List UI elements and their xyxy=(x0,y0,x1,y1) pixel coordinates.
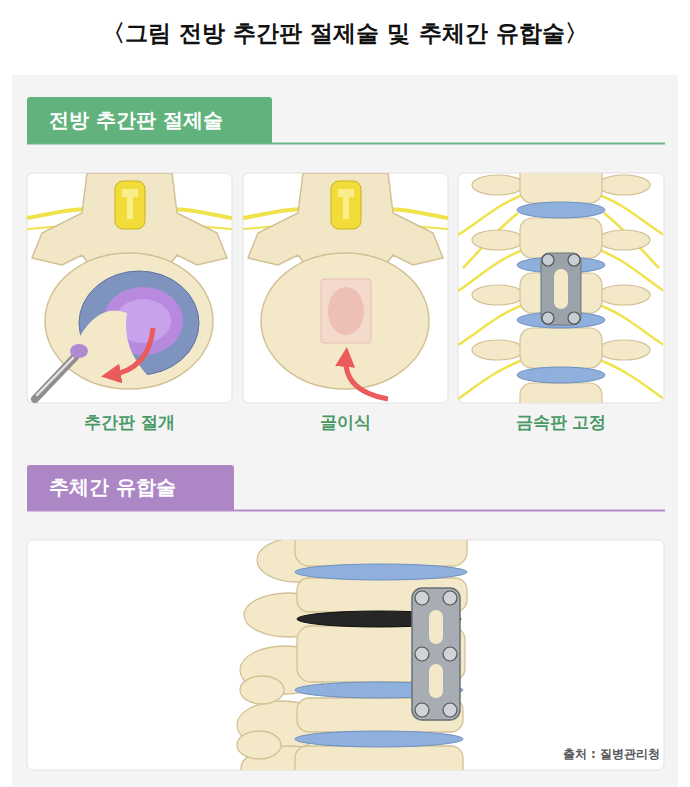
illustration-part xyxy=(243,173,448,399)
illustration-part xyxy=(520,383,602,403)
illustration-part xyxy=(295,746,463,770)
illustration-part xyxy=(554,269,568,309)
illustration-part xyxy=(295,540,467,566)
illustration-part xyxy=(12,75,678,787)
panel-caption: 골이식 xyxy=(243,411,448,434)
image-panel: 추간판 절개 xyxy=(27,173,232,403)
illustration-part xyxy=(598,175,650,195)
illustration-part xyxy=(75,310,149,378)
illustration-part xyxy=(415,591,429,605)
illustration-part xyxy=(27,173,232,403)
illustration-part xyxy=(35,357,75,399)
illustration-part xyxy=(458,248,528,291)
section-heading: 전방 추간판 절제술 xyxy=(27,97,272,143)
illustration-part xyxy=(472,340,524,360)
illustration-part xyxy=(27,173,232,399)
panel-caption: 추간판 절개 xyxy=(27,411,232,434)
illustration-part xyxy=(415,703,429,717)
illustration-part xyxy=(412,588,460,720)
illustration-part xyxy=(237,540,467,770)
illustration-part xyxy=(237,731,281,759)
illustration-part xyxy=(37,358,73,395)
illustration-part xyxy=(111,328,153,375)
illustration-part xyxy=(237,540,467,770)
illustration-part xyxy=(295,564,467,747)
section-band: 추체간 유합술 xyxy=(27,465,234,510)
illustration-part xyxy=(70,344,88,358)
illustration-part xyxy=(458,173,664,403)
illustration-part xyxy=(415,647,429,661)
illustration-part xyxy=(321,279,371,343)
illustration-part xyxy=(243,173,448,389)
illustration-part xyxy=(240,676,284,704)
illustration-part xyxy=(472,173,650,403)
illustration-part xyxy=(443,703,457,717)
illustration-part xyxy=(429,664,443,698)
illustration-part xyxy=(568,254,580,266)
illustration-part xyxy=(541,253,581,325)
panel-caption: 금속판 고정 xyxy=(458,411,664,434)
illustration-part xyxy=(520,218,602,258)
illustration-part xyxy=(542,254,554,266)
illustration-part xyxy=(443,647,457,661)
illustration-part xyxy=(295,564,467,580)
illustration-part xyxy=(598,285,650,305)
illustration-part xyxy=(458,173,663,403)
illustration-part xyxy=(594,303,663,345)
illustration-part xyxy=(443,591,457,605)
illustration-part xyxy=(429,610,443,644)
illustration-part xyxy=(346,357,388,399)
illustration-part xyxy=(542,254,580,324)
illustration-part xyxy=(472,285,524,305)
figure-title: 〈그림 전방 추간판 절제술 및 추체간 유합술〉 xyxy=(0,18,690,49)
illustration-part xyxy=(520,173,602,203)
illustration-part xyxy=(520,328,602,368)
section-heading: 추체간 유합술 xyxy=(27,465,234,510)
illustration-part xyxy=(517,202,605,383)
illustration-part xyxy=(458,193,663,399)
image-panel: 금속판 고정 xyxy=(458,173,664,403)
illustration-part xyxy=(458,358,528,399)
source-note: 출처 : 질병관리청 xyxy=(563,746,660,763)
illustration-part xyxy=(517,202,605,218)
illustration-part xyxy=(472,230,524,250)
illustration-part xyxy=(27,540,664,770)
illustration-part xyxy=(568,312,580,324)
illustration-part xyxy=(295,731,463,747)
illustration-part xyxy=(415,591,457,717)
illustration-part xyxy=(458,303,528,345)
illustration-part xyxy=(243,173,448,403)
illustration-part xyxy=(594,358,663,399)
illustration-part xyxy=(472,175,524,195)
illustration-part xyxy=(598,340,650,360)
illustration-part xyxy=(517,367,605,383)
illustration-part xyxy=(27,173,232,389)
illustration-part xyxy=(542,312,554,324)
illustration-part xyxy=(328,287,364,335)
section-band: 전방 추간판 절제술 xyxy=(27,97,272,143)
illustration-part xyxy=(598,230,650,250)
image-panel: 골이식 xyxy=(243,173,448,403)
